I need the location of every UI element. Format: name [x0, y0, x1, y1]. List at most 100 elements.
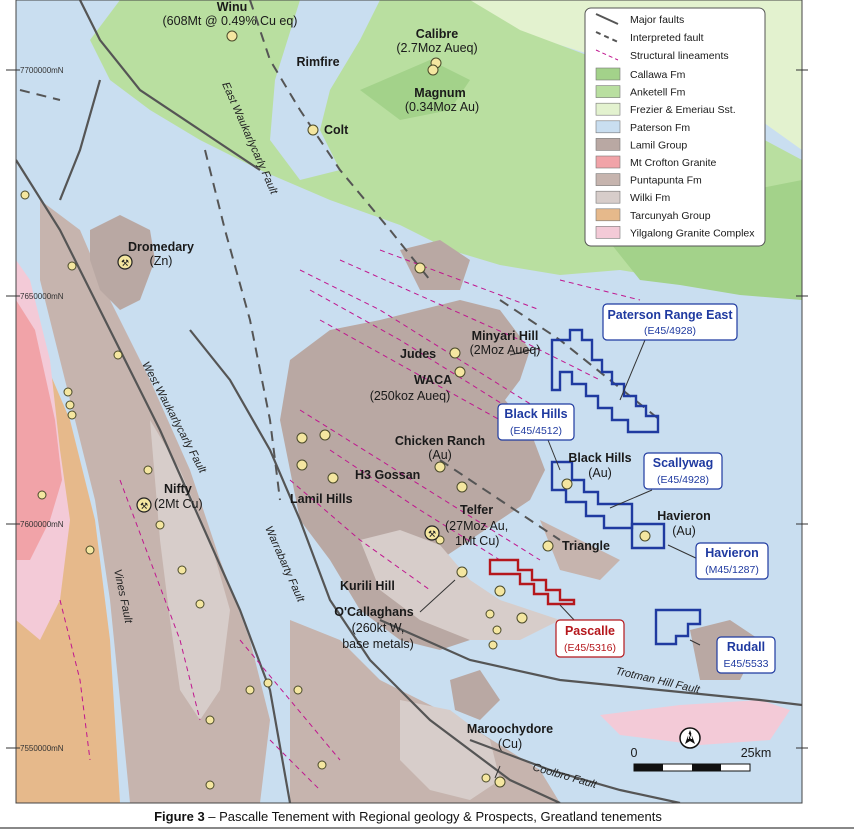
tenement-name-pascalle: Pascalle — [565, 624, 615, 638]
tenement-pascalle — [488, 558, 576, 606]
legend-unit-label: Lamil Group — [630, 139, 687, 151]
legend-unit-label: Callawa Fm — [630, 69, 686, 81]
figure-caption: Figure 3 – Pascalle Tenement with Region… — [154, 809, 662, 824]
prospect-ocallaghans-detail-2: base metals) — [342, 637, 414, 651]
grid-label-7700000: 7700000mN — [20, 66, 64, 75]
tenement-code-havieron: (M45/1287) — [705, 564, 759, 576]
prospect-ocallaghans-detail: (260kt W, — [352, 621, 405, 635]
legend-interpreted-fault: Interpreted fault — [630, 32, 704, 44]
prospect-black-hills-detail: (Au) — [588, 466, 612, 480]
prospect-telfer-detail: (27Moz Au, — [445, 519, 508, 533]
prospect-magnum: Magnum — [414, 86, 465, 100]
tenement-polygons — [550, 328, 702, 646]
mine-symbols: ⚒ ⚒ ⚒ — [117, 254, 440, 541]
tenement-paterson-range-east — [550, 328, 660, 434]
major-faults — [16, 0, 802, 803]
north-letter: N — [687, 734, 692, 741]
prospect-magnum-detail: (0.34Moz Au) — [405, 100, 479, 114]
prospect-lamil-hills: Lamil Hills — [290, 492, 353, 506]
prospect-telfer: Telfer — [460, 503, 493, 517]
tenement-rudall — [654, 608, 702, 646]
wilki-west — [150, 420, 230, 720]
legend-unit-label: Mt Crofton Granite — [630, 157, 717, 169]
legend-swatch — [595, 138, 621, 151]
prospect-chicken-ranch-detail: (Au) — [428, 448, 452, 462]
tenement-label-havieron: Havieron (M45/1287) — [695, 542, 769, 580]
tenement-name-havieron: Havieron — [705, 546, 759, 560]
tenement-code-scallywag: (E45/4928) — [657, 474, 709, 486]
scale-bar: 0 25km — [631, 746, 771, 772]
legend-swatch — [595, 85, 621, 98]
prospect-nifty-detail: (2Mt Cu) — [154, 497, 203, 511]
prospect-maroochydore: Maroochydore — [467, 722, 553, 736]
prospect-calibre: Calibre — [416, 27, 458, 41]
paterson-lobe — [270, 0, 380, 180]
prospect-dots — [20, 30, 651, 790]
prospect-havieron: Havieron — [657, 509, 711, 523]
legend-unit-label: Wilki Fm — [630, 192, 670, 204]
prospect-judes: Judes — [400, 347, 436, 361]
prospect-colt: Colt — [324, 123, 349, 137]
tenement-label-paterson-range-east: Paterson Range East (E45/4928) — [602, 303, 738, 341]
legend-swatch — [595, 173, 621, 186]
grid-label-7550000: 7550000mN — [20, 744, 64, 753]
prospect-h3-gossan: H3 Gossan — [355, 468, 420, 482]
svg-text:⚒: ⚒ — [121, 259, 129, 269]
prospect-dromedary-detail: (Zn) — [150, 254, 173, 268]
lamil-hills-block — [400, 240, 470, 290]
tenement-havieron — [630, 522, 666, 550]
tenement-name-scallywag: Scallywag — [653, 456, 713, 470]
prospect-waca: WACA — [414, 373, 452, 387]
grid-label-7600000: 7600000mN — [20, 520, 64, 529]
legend-swatch — [595, 208, 621, 222]
scale-start: 0 — [631, 746, 638, 760]
prospect-rimfire: Rimfire — [296, 55, 339, 69]
legend-swatch — [595, 190, 621, 204]
north-arrow-icon: N — [679, 727, 701, 749]
prospect-maroochydore-detail: (Cu) — [498, 737, 522, 751]
caption-text: – Pascalle Tenement with Regional geolog… — [205, 809, 663, 824]
legend-unit-label: Paterson Fm — [630, 122, 690, 134]
prospect-minyari-hill: Minyari Hill — [472, 329, 539, 343]
tenement-label-rudall: Rudall E45/5533 — [716, 636, 776, 674]
prospect-calibre-detail: (2.7Moz Aueq) — [396, 41, 477, 55]
prospect-black-hills: Black Hills — [568, 451, 631, 465]
legend-swatch — [595, 102, 621, 116]
prospect-telfer-detail-2: 1Mt Cu) — [455, 534, 499, 548]
legend-swatch — [595, 226, 621, 239]
tenement-code-rudall: E45/5533 — [724, 658, 769, 670]
prospect-triangle: Triangle — [562, 539, 610, 553]
interpreted-faults — [19, 0, 661, 541]
tenement-name-paterson: Paterson Range East — [607, 308, 733, 322]
yilgalong-area-2 — [600, 700, 790, 745]
prospect-winu: Winu — [217, 0, 247, 14]
prospect-waca-detail: (250koz Aueq) — [370, 389, 451, 403]
legend-unit-label: Yilgalong Granite Complex — [630, 227, 755, 239]
tenement-name-rudall: Rudall — [727, 640, 765, 654]
callawa-area-2 — [360, 60, 470, 120]
legend-unit-label: Frezier & Emeriau Sst. — [630, 104, 736, 116]
tenement-name-black-hills: Black Hills — [504, 407, 567, 421]
tenement-code-paterson: (E45/4928) — [644, 325, 696, 337]
legend-swatch — [595, 67, 621, 81]
prospect-chicken-ranch: Chicken Ranch — [395, 434, 485, 448]
prospect-nifty: Nifty — [164, 482, 192, 496]
grid-ticks — [6, 69, 808, 749]
prospect-dromedary: Dromedary — [128, 240, 194, 254]
legend: Major faults Interpreted fault Structura… — [584, 7, 766, 247]
legend-structural-lineaments: Structural lineaments — [630, 50, 729, 62]
map-frame — [15, 0, 803, 804]
prospect-minyari-hill-detail: (2Moz Aueq) — [470, 343, 541, 357]
wilki-central — [360, 530, 560, 640]
svg-text:⚒: ⚒ — [428, 530, 436, 540]
svg-text:⚒: ⚒ — [140, 502, 148, 512]
caption-figure-number: Figure 3 — [154, 809, 205, 824]
prospect-kurili-hill: Kurili Hill — [340, 579, 395, 593]
mt-crofton-area — [16, 300, 62, 560]
legend-unit-label: Tarcunyah Group — [630, 210, 711, 222]
legend-major-faults: Major faults — [630, 14, 684, 26]
tenement-label-black-hills: Black Hills (E45/4512) — [497, 403, 575, 441]
tenement-label-pascalle: Pascalle (E45/5316) — [555, 619, 625, 658]
puntapunta-se — [540, 520, 620, 580]
legend-swatch — [595, 120, 621, 134]
